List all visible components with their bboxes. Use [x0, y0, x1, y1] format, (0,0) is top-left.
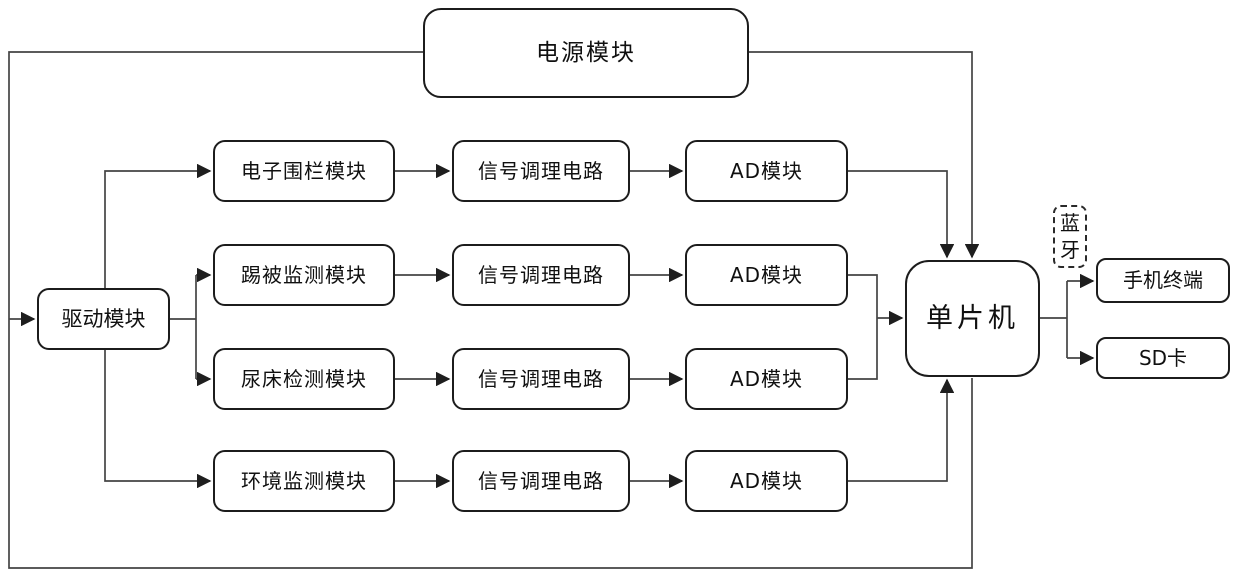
ad-module-box-2: AD模块	[685, 244, 848, 306]
mcu-box: 单片机	[905, 260, 1040, 377]
phone-terminal-box: 手机终端	[1096, 258, 1230, 303]
bedwetting-detection-module-box: 尿床检测模块	[213, 348, 395, 410]
signal-conditioning-box-1: 信号调理电路	[452, 140, 630, 202]
environment-monitor-module-box: 环境监测模块	[213, 450, 395, 512]
wire-drive-to-row4	[104, 350, 212, 489]
wire-ad1-to-mcu-top	[848, 170, 955, 259]
signal-conditioning-box-3: 信号调理电路	[452, 348, 630, 410]
power-module-box: 电源模块	[423, 8, 749, 98]
signal-conditioning-box-4: 信号调理电路	[452, 450, 630, 512]
electronic-fence-module-box: 电子围栏模块	[213, 140, 395, 202]
ad-module-box-1: AD模块	[685, 140, 848, 202]
wire-ad4-to-mcu-bottom	[848, 378, 955, 482]
wire-power-frame-loop	[8, 51, 973, 569]
kick-quilt-monitor-module-box: 踢被监测模块	[213, 244, 395, 306]
wire-power-to-mcu-top	[749, 51, 980, 259]
sd-card-box: SD卡	[1096, 337, 1230, 379]
wire-drive-trunk	[170, 275, 197, 379]
bluetooth-label-box: 蓝牙	[1053, 205, 1087, 268]
wire-ad23-merge	[848, 274, 878, 380]
drive-module-box: 驱动模块	[37, 288, 170, 350]
ad-module-box-3: AD模块	[685, 348, 848, 410]
ad-module-box-4: AD模块	[685, 450, 848, 512]
signal-conditioning-box-2: 信号调理电路	[452, 244, 630, 306]
wire-drive-to-row1	[104, 163, 212, 288]
wire-mcu-branch	[1040, 281, 1068, 358]
